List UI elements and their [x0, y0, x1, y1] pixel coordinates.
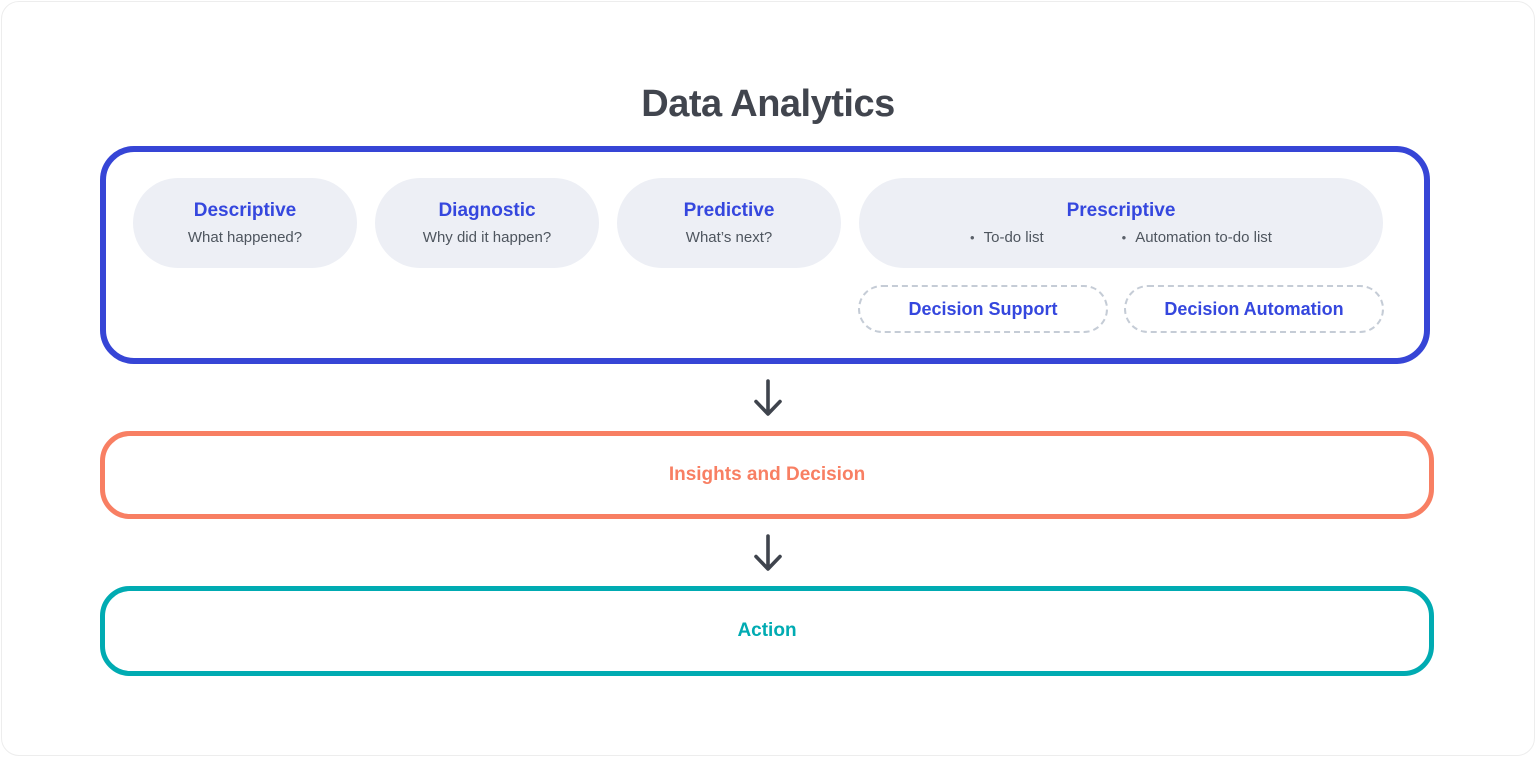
down-arrow-icon — [754, 379, 782, 416]
stage-pill-prescriptive: Prescriptive • To-do list • Automation t… — [859, 178, 1383, 268]
stage-subtitle: Why did it happen? — [422, 229, 552, 246]
stage-pill-diagnostic: Diagnostic Why did it happen? — [375, 178, 599, 268]
stage-subtitle: What happened? — [187, 229, 303, 246]
bullet-label: To-do list — [983, 229, 1044, 246]
bullet-label: Automation to-do list — [1135, 229, 1272, 246]
flow-box-label: Action — [737, 620, 797, 641]
stage-pill-predictive: Predictive What’s next? — [617, 178, 841, 268]
action-box: Action — [100, 586, 1434, 676]
decision-support-pill: Decision Support — [858, 285, 1108, 333]
bullet-dot-icon: • — [970, 230, 975, 245]
down-arrow-icon — [754, 534, 782, 571]
decision-pill-label: Decision Automation — [1164, 298, 1344, 319]
list-item: • Automation to-do list — [1122, 229, 1272, 246]
stage-label: Predictive — [683, 200, 775, 221]
decision-automation-pill: Decision Automation — [1124, 285, 1384, 333]
stage-label: Diagnostic — [438, 200, 536, 221]
flow-box-label: Insights and Decision — [668, 464, 866, 485]
page-title: Data Analytics — [641, 83, 895, 125]
prescriptive-bullet-row: • To-do list • Automation to-do list — [970, 229, 1272, 246]
stage-label: Prescriptive — [1066, 200, 1176, 221]
decision-pill-label: Decision Support — [908, 298, 1058, 319]
stage-pill-descriptive: Descriptive What happened? — [133, 178, 357, 268]
stage-subtitle: What’s next? — [685, 229, 773, 246]
bullet-dot-icon: • — [1121, 230, 1127, 245]
list-item: • To-do list — [970, 229, 1044, 246]
stage-label: Descriptive — [193, 200, 297, 221]
insights-and-decision-box: Insights and Decision — [100, 431, 1434, 519]
